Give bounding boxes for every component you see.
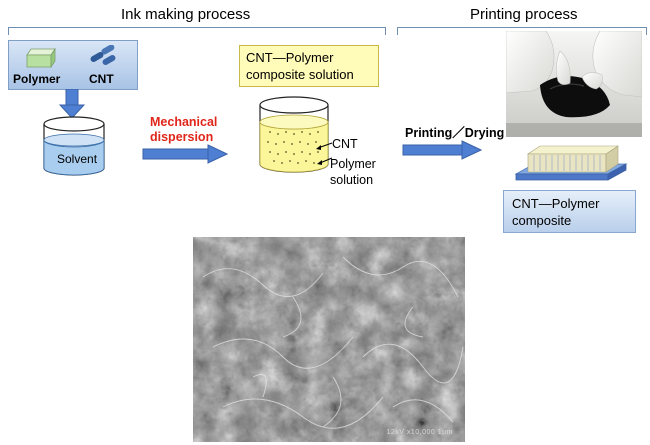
printing-title: Printing process	[470, 6, 578, 23]
printing-drying-label: Printing／Drying	[405, 126, 505, 140]
ink-making-title: Ink making process	[121, 6, 251, 23]
polymer-label: Polymer	[13, 72, 61, 86]
printed-sheet-photo	[506, 31, 642, 137]
solvent-label: Solvent	[57, 152, 98, 166]
composite-beaker	[259, 96, 329, 173]
ingredient-box: Polymer CNT	[8, 40, 138, 90]
cnt-tubes-icon	[90, 45, 116, 65]
printing-bracket	[397, 27, 647, 35]
hand-photo-image	[506, 31, 642, 137]
sem-scale-caption: 12kV x10,000 1μm	[386, 429, 453, 436]
pointer-arrows-icon	[316, 142, 333, 165]
sem-micrograph: 12kV x10,000 1μm	[193, 237, 465, 442]
composite-block	[514, 145, 628, 181]
down-arrow-icon	[59, 89, 85, 119]
composite-result-label: CNT—Polymer composite	[512, 196, 600, 228]
composite-solution-callout: CNT—Polymer composite solution	[239, 45, 379, 87]
cnt-label: CNT	[89, 72, 114, 86]
cnt-pointer-label: CNT	[332, 137, 358, 151]
composite-result-callout: CNT—Polymer composite	[503, 190, 636, 233]
polymer-solution-label: Polymer solution	[330, 157, 376, 187]
mechanical-dispersion-label: Mechanical dispersion	[150, 115, 218, 144]
printing-arrow-icon	[402, 140, 482, 160]
dispersion-arrow-icon	[142, 144, 228, 164]
ink-making-bracket	[8, 27, 386, 35]
composite-solution-label: CNT—Polymer composite solution	[246, 50, 354, 82]
sem-image	[193, 237, 465, 442]
solvent-beaker	[43, 116, 105, 176]
polymer-block-icon	[26, 47, 56, 69]
